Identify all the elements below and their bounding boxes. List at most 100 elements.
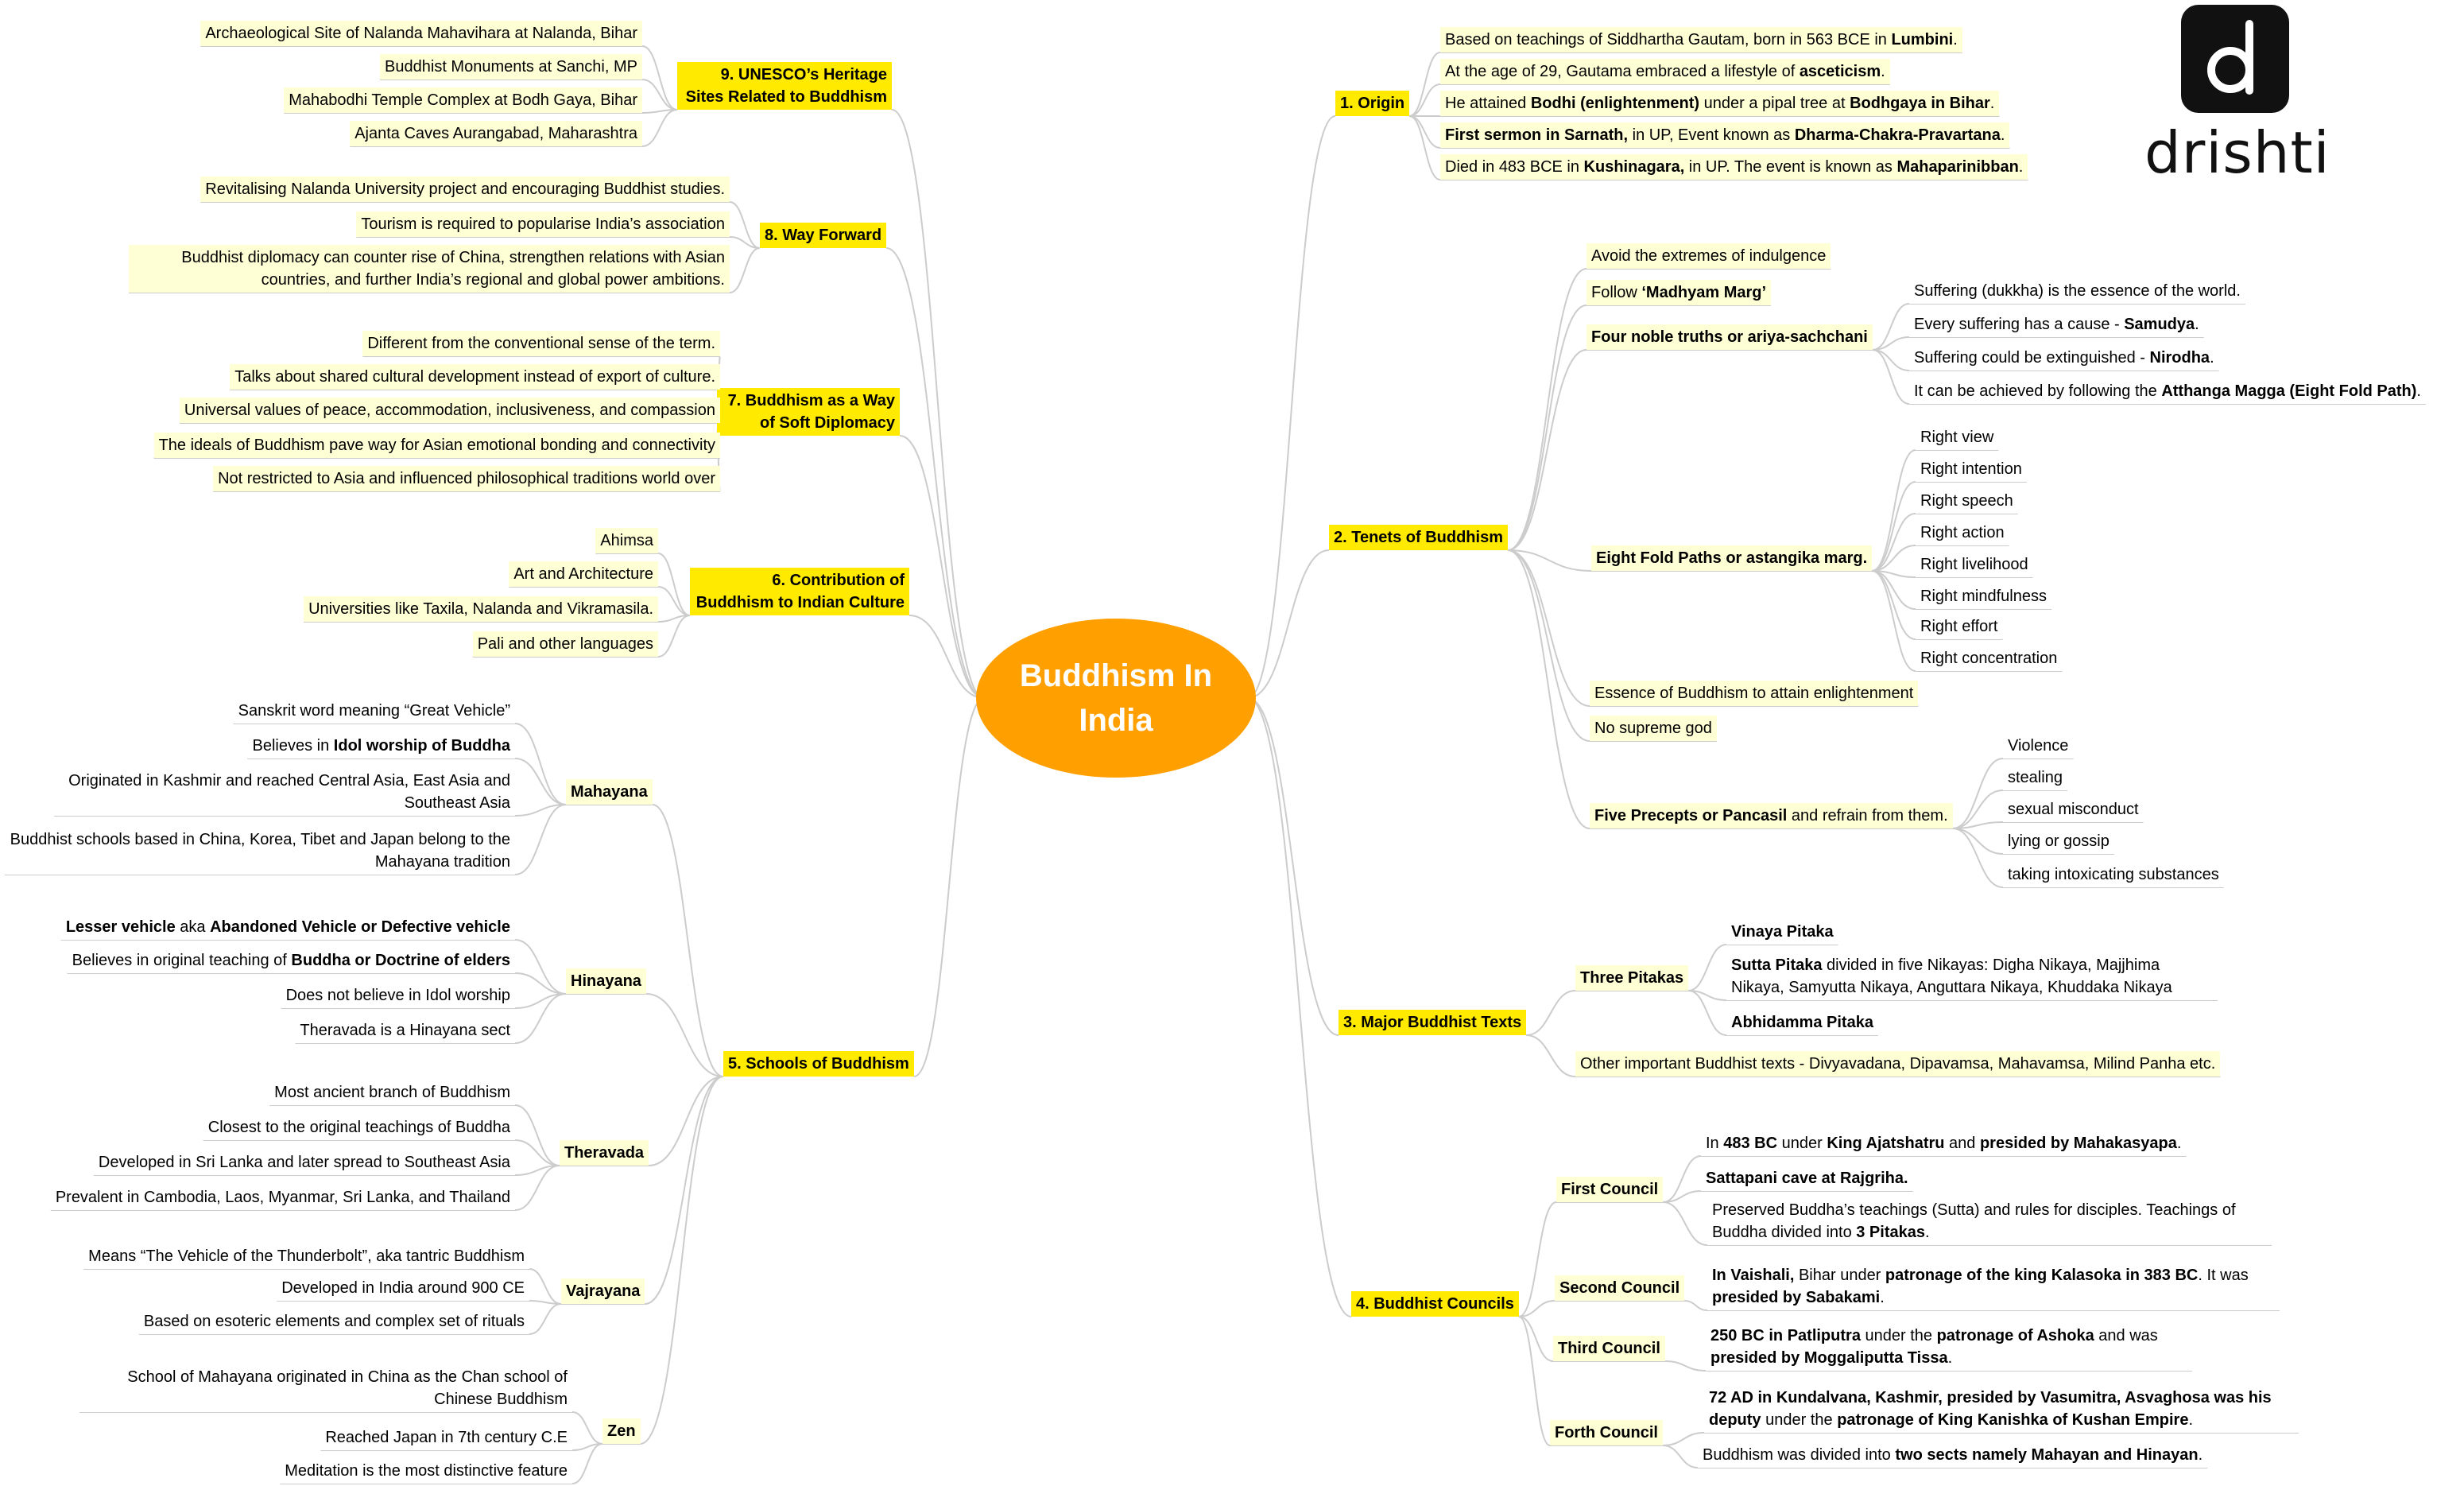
forward-nalanda-university[interactable]: Revitalising Nalanda University project …	[200, 177, 730, 202]
bold-text: ‘Madhyam Marg’	[1641, 284, 1767, 301]
tenet-madhyam-marg[interactable]: Follow ‘Madhyam Marg’	[1586, 280, 1772, 305]
branch-tenets[interactable]: 2. Tenets of Buddhism	[1329, 525, 1508, 550]
vajrayana-developed[interactable]: Developed in India around 900 CE	[277, 1275, 529, 1301]
precept-lying[interactable]: lying or gossip	[2003, 828, 2114, 854]
vajrayana-esoteric[interactable]: Based on esoteric elements and complex s…	[138, 1309, 529, 1334]
branch-contribution[interactable]: 6. Contribution of Buddhism to Indian Cu…	[690, 568, 909, 615]
first-council-date[interactable]: In 483 BC under King Ajatshatru and pres…	[1701, 1131, 2187, 1156]
zen-japan[interactable]: Reached Japan in 7th century C.E	[320, 1425, 572, 1450]
hinayana-theravada-sect[interactable]: Theravada is a Hinayana sect	[295, 1018, 515, 1043]
eightfold-right-view[interactable]: Right view	[1916, 425, 1999, 450]
school-zen[interactable]: Zen	[602, 1418, 641, 1444]
tenet-five-precepts[interactable]: Five Precepts or Pancasil and refrain fr…	[1590, 803, 1953, 828]
other-buddhist-texts[interactable]: Other important Buddhist texts - Divyava…	[1575, 1051, 2221, 1077]
text: Right mindfulness	[1920, 588, 2047, 605]
mahayana-schools[interactable]: Buddhist schools based in China, Korea, …	[5, 827, 515, 875]
tenet-eight-fold-paths[interactable]: Eight Fold Paths or astangika marg.	[1591, 545, 1873, 571]
theravada-ancient[interactable]: Most ancient branch of Buddhism	[269, 1080, 515, 1105]
school-mahayana[interactable]: Mahayana	[566, 779, 653, 805]
text: .	[2188, 1411, 2194, 1429]
second-council[interactable]: Second Council	[1555, 1275, 1685, 1301]
precept-intoxicants[interactable]: taking intoxicating substances	[2003, 862, 2224, 887]
branch-unesco-sites[interactable]: 9. UNESCO’s Heritage Sites Related to Bu…	[677, 62, 892, 110]
branch-major-texts[interactable]: 3. Major Buddhist Texts	[1339, 1010, 1527, 1035]
soft-asian-bonding[interactable]: The ideals of Buddhism pave way for Asia…	[153, 433, 720, 458]
second-council-details[interactable]: In Vaishali, Bihar under patronage of th…	[1707, 1263, 2280, 1310]
unesco-mahabodhi[interactable]: Mahabodhi Temple Complex at Bodh Gaya, B…	[284, 87, 642, 113]
precept-sexual-misconduct[interactable]: sexual misconduct	[2003, 797, 2144, 822]
theravada-sri-lanka[interactable]: Developed in Sri Lanka and later spread …	[93, 1150, 515, 1175]
three-pitakas[interactable]: Three Pitakas	[1575, 965, 1689, 991]
origin-item-bodhi[interactable]: He attained Bodhi (enlightenment) under …	[1440, 91, 2000, 116]
school-theravada[interactable]: Theravada	[560, 1140, 649, 1166]
contribution-universities[interactable]: Universities like Taxila, Nalanda and Vi…	[304, 596, 658, 622]
noble-truth-samudya[interactable]: Every suffering has a cause - Samudya.	[1909, 312, 2204, 337]
mahayana-origin[interactable]: Originated in Kashmir and reached Centra…	[54, 768, 515, 816]
theravada-closest[interactable]: Closest to the original teachings of Bud…	[203, 1115, 515, 1140]
soft-conventional[interactable]: Different from the conventional sense of…	[362, 331, 720, 356]
branch-soft-diplomacy[interactable]: 7. Buddhism as a Way of Soft Diplomacy	[717, 388, 900, 436]
connector-n-e1	[1871, 481, 1916, 572]
first-council[interactable]: First Council	[1556, 1177, 1664, 1202]
forth-council-split[interactable]: Buddhism was divided into two sects name…	[1698, 1442, 2208, 1468]
eightfold-right-action[interactable]: Right action	[1916, 520, 2009, 545]
eightfold-right-speech[interactable]: Right speech	[1916, 488, 2018, 514]
origin-item-asceticism[interactable]: At the age of 29, Gautama embraced a lif…	[1440, 59, 1890, 84]
forward-tourism[interactable]: Tourism is required to popularise India’…	[356, 211, 730, 237]
origin-item-sermon[interactable]: First sermon in Sarnath, in UP, Event kn…	[1440, 122, 2010, 148]
eightfold-right-effort[interactable]: Right effort	[1916, 614, 2003, 639]
contribution-art[interactable]: Art and Architecture	[509, 561, 658, 587]
unesco-sanchi[interactable]: Buddhist Monuments at Sanchi, MP	[380, 54, 642, 80]
origin-item-death[interactable]: Died in 483 BCE in Kushinagara, in UP. T…	[1440, 154, 2028, 180]
branch-way-forward[interactable]: 8. Way Forward	[760, 223, 887, 248]
noble-truth-nirodha[interactable]: Suffering could be extinguished - Nirodh…	[1909, 345, 2219, 371]
noble-truth-magga[interactable]: It can be achieved by following the Atth…	[1909, 378, 2426, 404]
unesco-nalanda[interactable]: Archaeological Site of Nalanda Mahavihar…	[200, 21, 642, 46]
contribution-pali[interactable]: Pali and other languages	[472, 631, 658, 657]
mahayana-great-vehicle[interactable]: Sanskrit word meaning “Great Vehicle”	[233, 698, 515, 724]
eightfold-right-mindfulness[interactable]: Right mindfulness	[1916, 584, 2051, 609]
soft-world-influence[interactable]: Not restricted to Asia and influenced ph…	[213, 466, 720, 491]
unesco-ajanta[interactable]: Ajanta Caves Aurangabad, Maharashtra	[350, 121, 642, 146]
vinaya-pitaka[interactable]: Vinaya Pitaka	[1726, 919, 1838, 945]
abhidamma-pitaka[interactable]: Abhidamma Pitaka	[1726, 1010, 1878, 1035]
branch-buddhist-councils[interactable]: 4. Buddhist Councils	[1351, 1291, 1519, 1317]
first-council-outcome[interactable]: Preserved Buddha’s teachings (Sutta) and…	[1707, 1197, 2272, 1245]
tenet-avoid-extremes[interactable]: Avoid the extremes of indulgence	[1586, 243, 1831, 269]
soft-universal-values[interactable]: Universal values of peace, accommodation…	[179, 398, 720, 423]
sutta-pitaka[interactable]: Sutta Pitaka divided in five Nikayas: Di…	[1726, 953, 2218, 1000]
mahayana-idol-worship[interactable]: Believes in Idol worship of Buddha	[247, 733, 515, 759]
school-vajrayana[interactable]: Vajrayana	[561, 1278, 645, 1304]
forward-diplomacy[interactable]: Buddhist diplomacy can counter rise of C…	[129, 245, 730, 293]
zen-chan-school[interactable]: School of Mahayana originated in China a…	[79, 1364, 572, 1412]
hinayana-original-teaching[interactable]: Believes in original teaching of Buddha …	[67, 948, 515, 973]
contribution-ahimsa[interactable]: Ahimsa	[595, 528, 658, 553]
precept-stealing[interactable]: stealing	[2003, 765, 2067, 790]
zen-meditation[interactable]: Meditation is the most distinctive featu…	[280, 1458, 572, 1484]
branch-schools[interactable]: 5. Schools of Buddhism	[723, 1051, 914, 1077]
branch-origin[interactable]: 1. Origin	[1335, 91, 1410, 116]
third-council-details[interactable]: 250 BC in Patliputra under the patronage…	[1706, 1323, 2192, 1371]
third-council[interactable]: Third Council	[1553, 1336, 1665, 1361]
text: Eight Fold Paths or astangika marg.	[1596, 549, 1868, 567]
forth-council[interactable]: Forth Council	[1550, 1420, 1663, 1445]
eightfold-right-concentration[interactable]: Right concentration	[1916, 646, 2063, 671]
hinayana-lesser-vehicle[interactable]: Lesser vehicle aka Abandoned Vehicle or …	[60, 914, 515, 940]
origin-item-birth[interactable]: Based on teachings of Siddhartha Gautam,…	[1440, 27, 1962, 52]
first-council-venue[interactable]: Sattapani cave at Rajgriha.	[1701, 1166, 1913, 1191]
connector-n-t3	[1507, 349, 1587, 551]
tenet-no-supreme-god[interactable]: No supreme god	[1590, 716, 1717, 741]
vajrayana-thunderbolt[interactable]: Means “The Vehicle of the Thunderbolt”, …	[83, 1244, 529, 1269]
eightfold-right-livelihood[interactable]: Right livelihood	[1916, 552, 2033, 577]
tenet-essence[interactable]: Essence of Buddhism to attain enlightenm…	[1590, 681, 1919, 706]
forth-council-details[interactable]: 72 AD in Kundalvana, Kashmir, presided b…	[1704, 1385, 2299, 1433]
theravada-prevalent[interactable]: Prevalent in Cambodia, Laos, Myanmar, Sr…	[50, 1185, 515, 1210]
noble-truth-dukkha[interactable]: Suffering (dukkha) is the essence of the…	[1909, 278, 2245, 304]
precept-violence[interactable]: Violence	[2003, 733, 2074, 759]
eightfold-right-intention[interactable]: Right intention	[1916, 456, 2027, 482]
tenet-four-noble-truths[interactable]: Four noble truths or ariya-sachchani	[1586, 324, 1873, 350]
hinayana-no-idol[interactable]: Does not believe in Idol worship	[281, 983, 515, 1008]
soft-shared-culture[interactable]: Talks about shared cultural development …	[230, 364, 720, 390]
school-hinayana[interactable]: Hinayana	[566, 968, 646, 994]
